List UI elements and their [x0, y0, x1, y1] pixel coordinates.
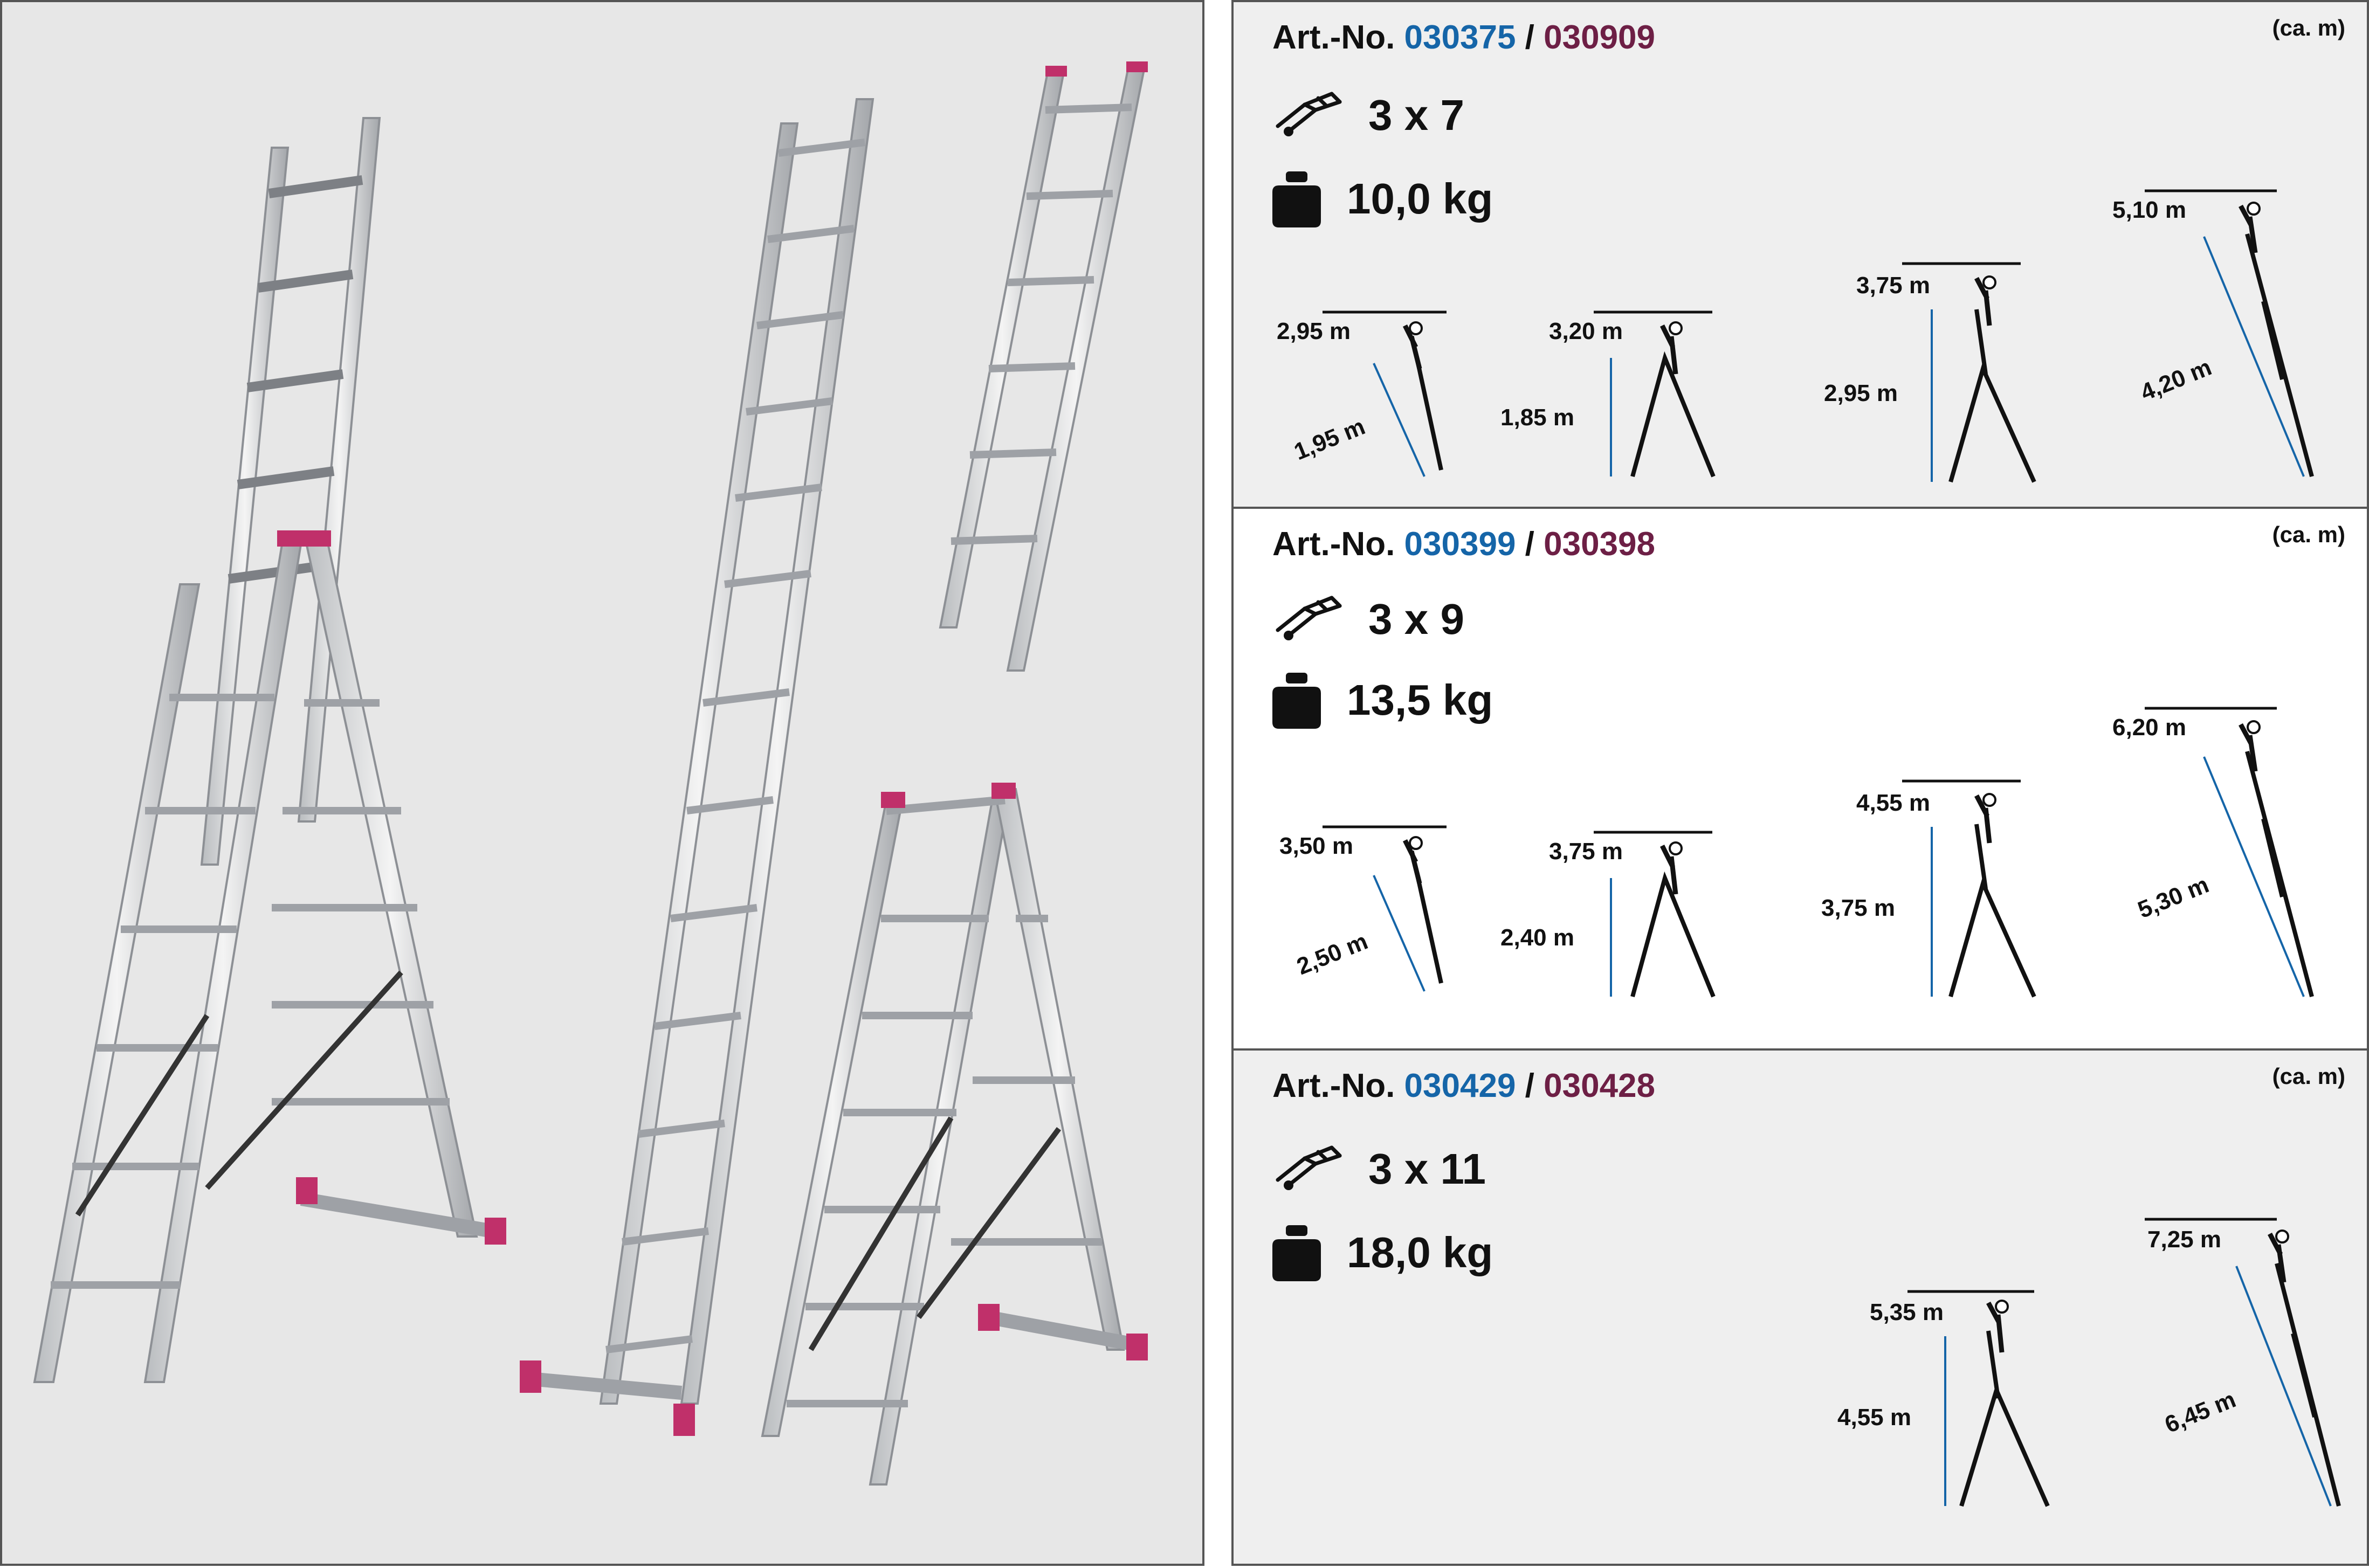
ladder-stepladder	[761, 783, 1148, 1486]
diagram-stepladder-extended: 3,75 m 2,95 m	[1824, 262, 2036, 483]
height-label: 7,25 m	[2147, 1226, 2221, 1253]
spec-section-1: Art.-No. 030375 / 030909 (ca. m) 3 x 7 1…	[1234, 2, 2367, 509]
diagram-leaning-short: 2,95 m 1,95 m	[1277, 310, 1447, 477]
ladder-rungs-icon	[1276, 596, 1342, 640]
length-label: 5,30 m	[2134, 872, 2212, 924]
article-number-purple: 030398	[1544, 526, 1656, 563]
height-label: 3,50 m	[1279, 833, 1353, 859]
weight-value: 13,5 kg	[1347, 676, 1493, 724]
weight-row: 10,0 kg	[1272, 169, 1493, 229]
rungs-row: 3 x 7	[1272, 88, 1464, 142]
length-label: 4,55 m	[1837, 1404, 1911, 1431]
ladder-combination	[33, 117, 506, 1383]
length-label: 2,40 m	[1500, 924, 1574, 951]
article-number-purple: 030909	[1544, 19, 1656, 56]
rungs-value: 3 x 9	[1368, 595, 1464, 643]
unit-note: (ca. m)	[2272, 1063, 2345, 1089]
weight-icon	[1272, 171, 1321, 227]
article-number-blue: 030399	[1404, 526, 1516, 563]
usage-diagrams: 5,35 m 4,55 m 7,25 m 6,45 m	[1837, 1218, 2341, 1507]
ladder-extended	[520, 98, 874, 1436]
article-label: Art.-No.	[1272, 19, 1395, 56]
length-label: 6,45 m	[2161, 1386, 2239, 1439]
weight-value: 18,0 kg	[1347, 1228, 1493, 1276]
diagram-leaning-long: 5,10 m 4,20 m	[2112, 189, 2314, 478]
article-number-purple: 030428	[1544, 1067, 1656, 1104]
height-label: 5,35 m	[1870, 1299, 1944, 1325]
diagram-stepladder: 3,20 m 1,85 m	[1500, 310, 1716, 478]
diagram-stepladder-extended: 5,35 m 4,55 m	[1837, 1290, 2050, 1507]
height-label: 4,55 m	[1856, 790, 1930, 816]
unit-note: (ca. m)	[2272, 15, 2345, 40]
height-label: 6,20 m	[2112, 714, 2186, 741]
height-label: 3,75 m	[1856, 272, 1930, 299]
diagram-leaning-short: 3,50 m 2,50 m	[1279, 825, 1447, 992]
length-label: 1,95 m	[1290, 413, 1368, 466]
height-label: 3,20 m	[1549, 318, 1623, 344]
weight-row: 18,0 kg	[1272, 1223, 1493, 1282]
length-label: 2,50 m	[1293, 928, 1371, 980]
diagram-leaning-long: 7,25 m 6,45 m	[2145, 1218, 2341, 1507]
length-label: 1,85 m	[1500, 404, 1574, 431]
spec-panel: Art.-No. 030375 / 030909 (ca. m) 3 x 7 1…	[1231, 0, 2369, 1566]
usage-diagrams: 2,95 m 1,95 m 3,20 m 1,85 m 3,75 m	[1277, 189, 2314, 483]
diagram-stepladder: 3,75 m 2,40 m	[1500, 831, 1716, 998]
product-photo	[0, 0, 1204, 1566]
ladders-illustration	[33, 61, 1148, 1486]
article-number: Art.-No. 030399 / 030398	[1272, 525, 1655, 563]
weight-row: 13,5 kg	[1272, 671, 1493, 730]
article-number-blue: 030429	[1404, 1067, 1516, 1104]
spec-section-3: Art.-No. 030429 / 030428 (ca. m) 3 x 11 …	[1234, 1051, 2367, 1564]
length-label: 2,95 m	[1824, 380, 1898, 406]
height-label: 5,10 m	[2112, 197, 2186, 223]
article-number: Art.-No. 030429 / 030428	[1272, 1067, 1655, 1105]
unit-note: (ca. m)	[2272, 522, 2345, 547]
weight-value: 10,0 kg	[1347, 175, 1493, 223]
article-label: Art.-No.	[1272, 1067, 1395, 1104]
length-label: 4,20 m	[2137, 354, 2215, 406]
rungs-value: 3 x 7	[1368, 91, 1464, 139]
article-separator: /	[1525, 1067, 1534, 1104]
article-separator: /	[1525, 19, 1534, 56]
rungs-row: 3 x 9	[1272, 592, 1464, 646]
usage-diagrams: 3,50 m 2,50 m 3,75 m 2,40 m 4,55 m	[1279, 707, 2314, 998]
ladder-rungs-icon	[1276, 1145, 1342, 1190]
spec-section-2: Art.-No. 030399 / 030398 (ca. m) 3 x 9 1…	[1234, 509, 2367, 1051]
article-number: Art.-No. 030375 / 030909	[1272, 18, 1655, 57]
article-separator: /	[1525, 526, 1534, 563]
diagram-leaning-long: 6,20 m 5,30 m	[2112, 707, 2314, 998]
height-label: 3,75 m	[1549, 838, 1623, 865]
weight-icon	[1272, 1225, 1321, 1281]
article-number-blue: 030375	[1404, 19, 1516, 56]
weight-icon	[1272, 673, 1321, 729]
ladder-single-section	[939, 61, 1148, 672]
rungs-value: 3 x 11	[1368, 1145, 1486, 1193]
height-label: 2,95 m	[1277, 318, 1351, 344]
ladder-rungs-icon	[1276, 92, 1342, 136]
article-label: Art.-No.	[1272, 526, 1395, 563]
diagram-stepladder-extended: 4,55 m 3,75 m	[1821, 779, 2036, 998]
length-label: 3,75 m	[1821, 895, 1895, 921]
rungs-row: 3 x 11	[1272, 1142, 1486, 1196]
